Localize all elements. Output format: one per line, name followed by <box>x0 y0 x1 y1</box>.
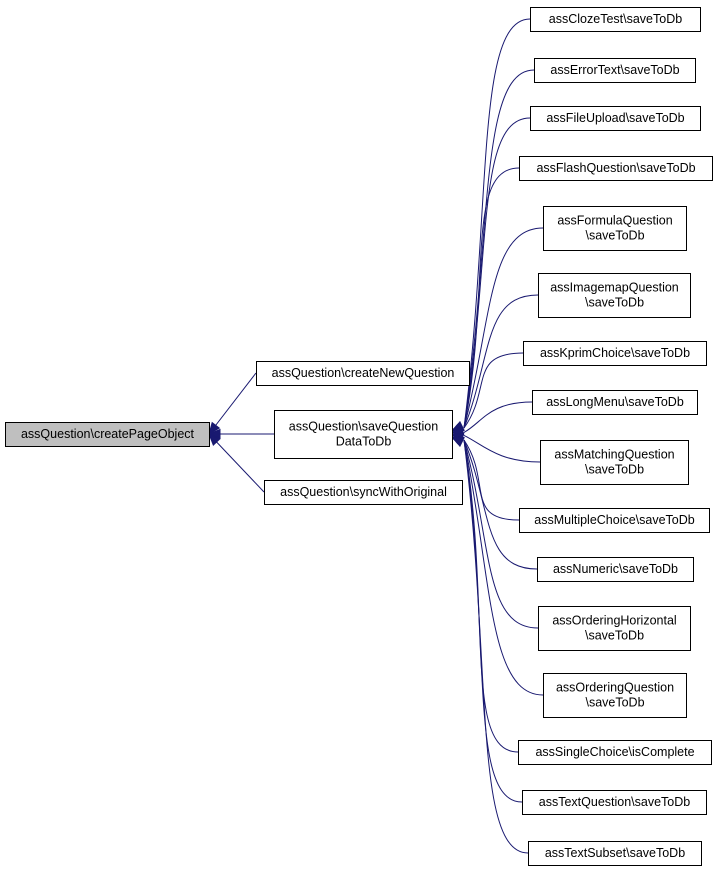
node-numeric-box <box>537 557 694 582</box>
node-numeric-label-0: assNumeric\saveToDb <box>553 562 678 576</box>
node-longmenu-label-0: assLongMenu\saveToDb <box>546 395 684 409</box>
edge-flash-to-saveQuestionDataToDb <box>463 167 520 429</box>
arrowhead-createNewQuestion <box>208 421 221 436</box>
node-saveQuestionDataToDb-label-0: assQuestion\saveQuestion <box>289 420 438 434</box>
node-textq-label-0: assTextQuestion\saveToDb <box>539 795 691 809</box>
node-orderinghoriz-label-0: assOrderingHorizontal <box>552 614 676 628</box>
node-syncWithOriginal-label-0: assQuestion\syncWithOriginal <box>280 485 447 499</box>
node-imagemap-label-0: assImagemapQuestion <box>550 281 679 295</box>
node-ordering[interactable]: assOrderingQuestion\saveToDb <box>543 673 687 718</box>
edge-createNewQuestion-to-root <box>208 372 257 435</box>
arrowhead-syncWithOriginal <box>208 433 221 446</box>
edge-subset-to-saveQuestionDataToDb <box>463 439 529 854</box>
edge-formula-to-saveQuestionDataToDb <box>463 227 544 429</box>
edge-errortext-to-saveQuestionDataToDb <box>463 69 535 429</box>
node-root[interactable]: assQuestion\createPageObject <box>5 422 210 447</box>
node-multiple-box <box>519 508 710 533</box>
node-fileupload-label-0: assFileUpload\saveToDb <box>546 111 684 125</box>
node-ordering-label-0: assOrderingQuestion <box>556 681 674 695</box>
node-single[interactable]: assSingleChoice\isComplete <box>518 740 712 765</box>
node-createNewQuestion-label-0: assQuestion\createNewQuestion <box>272 366 455 380</box>
node-errortext[interactable]: assErrorText\saveToDb <box>534 58 696 83</box>
node-subset[interactable]: assTextSubset\saveToDb <box>528 841 702 866</box>
node-errortext-box <box>534 58 696 83</box>
edge-ordering-to-saveQuestionDataToDb <box>463 439 544 696</box>
node-flash[interactable]: assFlashQuestion\saveToDb <box>519 156 713 181</box>
node-errortext-label-0: assErrorText\saveToDb <box>550 63 679 77</box>
node-textq-box <box>522 790 707 815</box>
node-formula[interactable]: assFormulaQuestion\saveToDb <box>543 206 687 251</box>
node-syncWithOriginal-box <box>264 480 463 505</box>
node-orderinghoriz-box <box>538 606 691 651</box>
node-single-box <box>518 740 712 765</box>
nodes: assQuestion\createPageObject assQuestion\… <box>5 7 713 866</box>
node-single-label-0: assSingleChoice\isComplete <box>535 745 694 759</box>
node-matching-box <box>540 440 689 485</box>
node-multiple[interactable]: assMultipleChoice\saveToDb <box>519 508 710 533</box>
node-syncWithOriginal[interactable]: assQuestion\syncWithOriginal <box>264 480 463 505</box>
node-root-box <box>5 422 210 447</box>
node-ordering-box <box>543 673 687 718</box>
node-cloze[interactable]: assClozeTest\saveToDb <box>530 7 701 32</box>
node-formula-label-1: \saveToDb <box>585 229 644 243</box>
node-createNewQuestion-box <box>256 361 470 386</box>
edge-textq-to-saveQuestionDataToDb <box>463 439 523 803</box>
node-matching-label-0: assMatchingQuestion <box>554 448 674 462</box>
node-numeric[interactable]: assNumeric\saveToDb <box>537 557 694 582</box>
edge-fileupload-to-saveQuestionDataToDb <box>463 117 531 429</box>
node-kprim-label-0: assKprimChoice\saveToDb <box>540 346 690 360</box>
edge-imagemap-to-saveQuestionDataToDb <box>463 294 539 429</box>
node-ordering-label-1: \saveToDb <box>585 696 644 710</box>
edge-matching-to-saveQuestionDataToDb <box>463 434 541 463</box>
node-root-label-0: assQuestion\createPageObject <box>21 427 195 441</box>
node-saveQuestionDataToDb-box <box>274 410 453 459</box>
node-imagemap-box <box>538 273 691 318</box>
node-orderinghoriz-label-1: \saveToDb <box>585 629 644 643</box>
node-cloze-label-0: assClozeTest\saveToDb <box>549 12 682 26</box>
node-flash-box <box>519 156 713 181</box>
node-textq[interactable]: assTextQuestion\saveToDb <box>522 790 707 815</box>
node-kprim[interactable]: assKprimChoice\saveToDb <box>523 341 707 366</box>
node-saveQuestionDataToDb-label-1: DataToDb <box>336 435 392 449</box>
node-subset-label-0: assTextSubset\saveToDb <box>545 846 685 860</box>
node-formula-label-0: assFormulaQuestion <box>557 214 672 228</box>
edges <box>207 18 544 854</box>
node-matching[interactable]: assMatchingQuestion\saveToDb <box>540 440 689 485</box>
node-longmenu-box <box>532 390 698 415</box>
edge-orderinghoriz-to-saveQuestionDataToDb <box>463 439 539 629</box>
node-flash-label-0: assFlashQuestion\saveToDb <box>536 161 695 175</box>
node-kprim-box <box>523 341 707 366</box>
node-cloze-box <box>530 7 701 32</box>
node-multiple-label-0: assMultipleChoice\saveToDb <box>534 513 695 527</box>
node-longmenu[interactable]: assLongMenu\saveToDb <box>532 390 698 415</box>
node-formula-box <box>543 206 687 251</box>
node-subset-box <box>528 841 702 866</box>
node-orderinghoriz[interactable]: assOrderingHorizontal\saveToDb <box>538 606 691 651</box>
edge-kprim-to-saveQuestionDataToDb <box>463 352 524 429</box>
node-fileupload-box <box>530 106 701 131</box>
node-createNewQuestion[interactable]: assQuestion\createNewQuestion <box>256 361 470 386</box>
arrowhead-subset <box>450 436 465 447</box>
edge-numeric-to-saveQuestionDataToDb <box>463 439 538 570</box>
node-matching-label-1: \saveToDb <box>585 463 644 477</box>
node-imagemap[interactable]: assImagemapQuestion\saveToDb <box>538 273 691 318</box>
edge-longmenu-to-saveQuestionDataToDb <box>463 401 533 433</box>
node-fileupload[interactable]: assFileUpload\saveToDb <box>530 106 701 131</box>
edge-cloze-to-saveQuestionDataToDb <box>463 18 531 429</box>
node-imagemap-label-1: \saveToDb <box>585 296 644 310</box>
edge-syncWithOriginal-to-root <box>208 433 265 493</box>
